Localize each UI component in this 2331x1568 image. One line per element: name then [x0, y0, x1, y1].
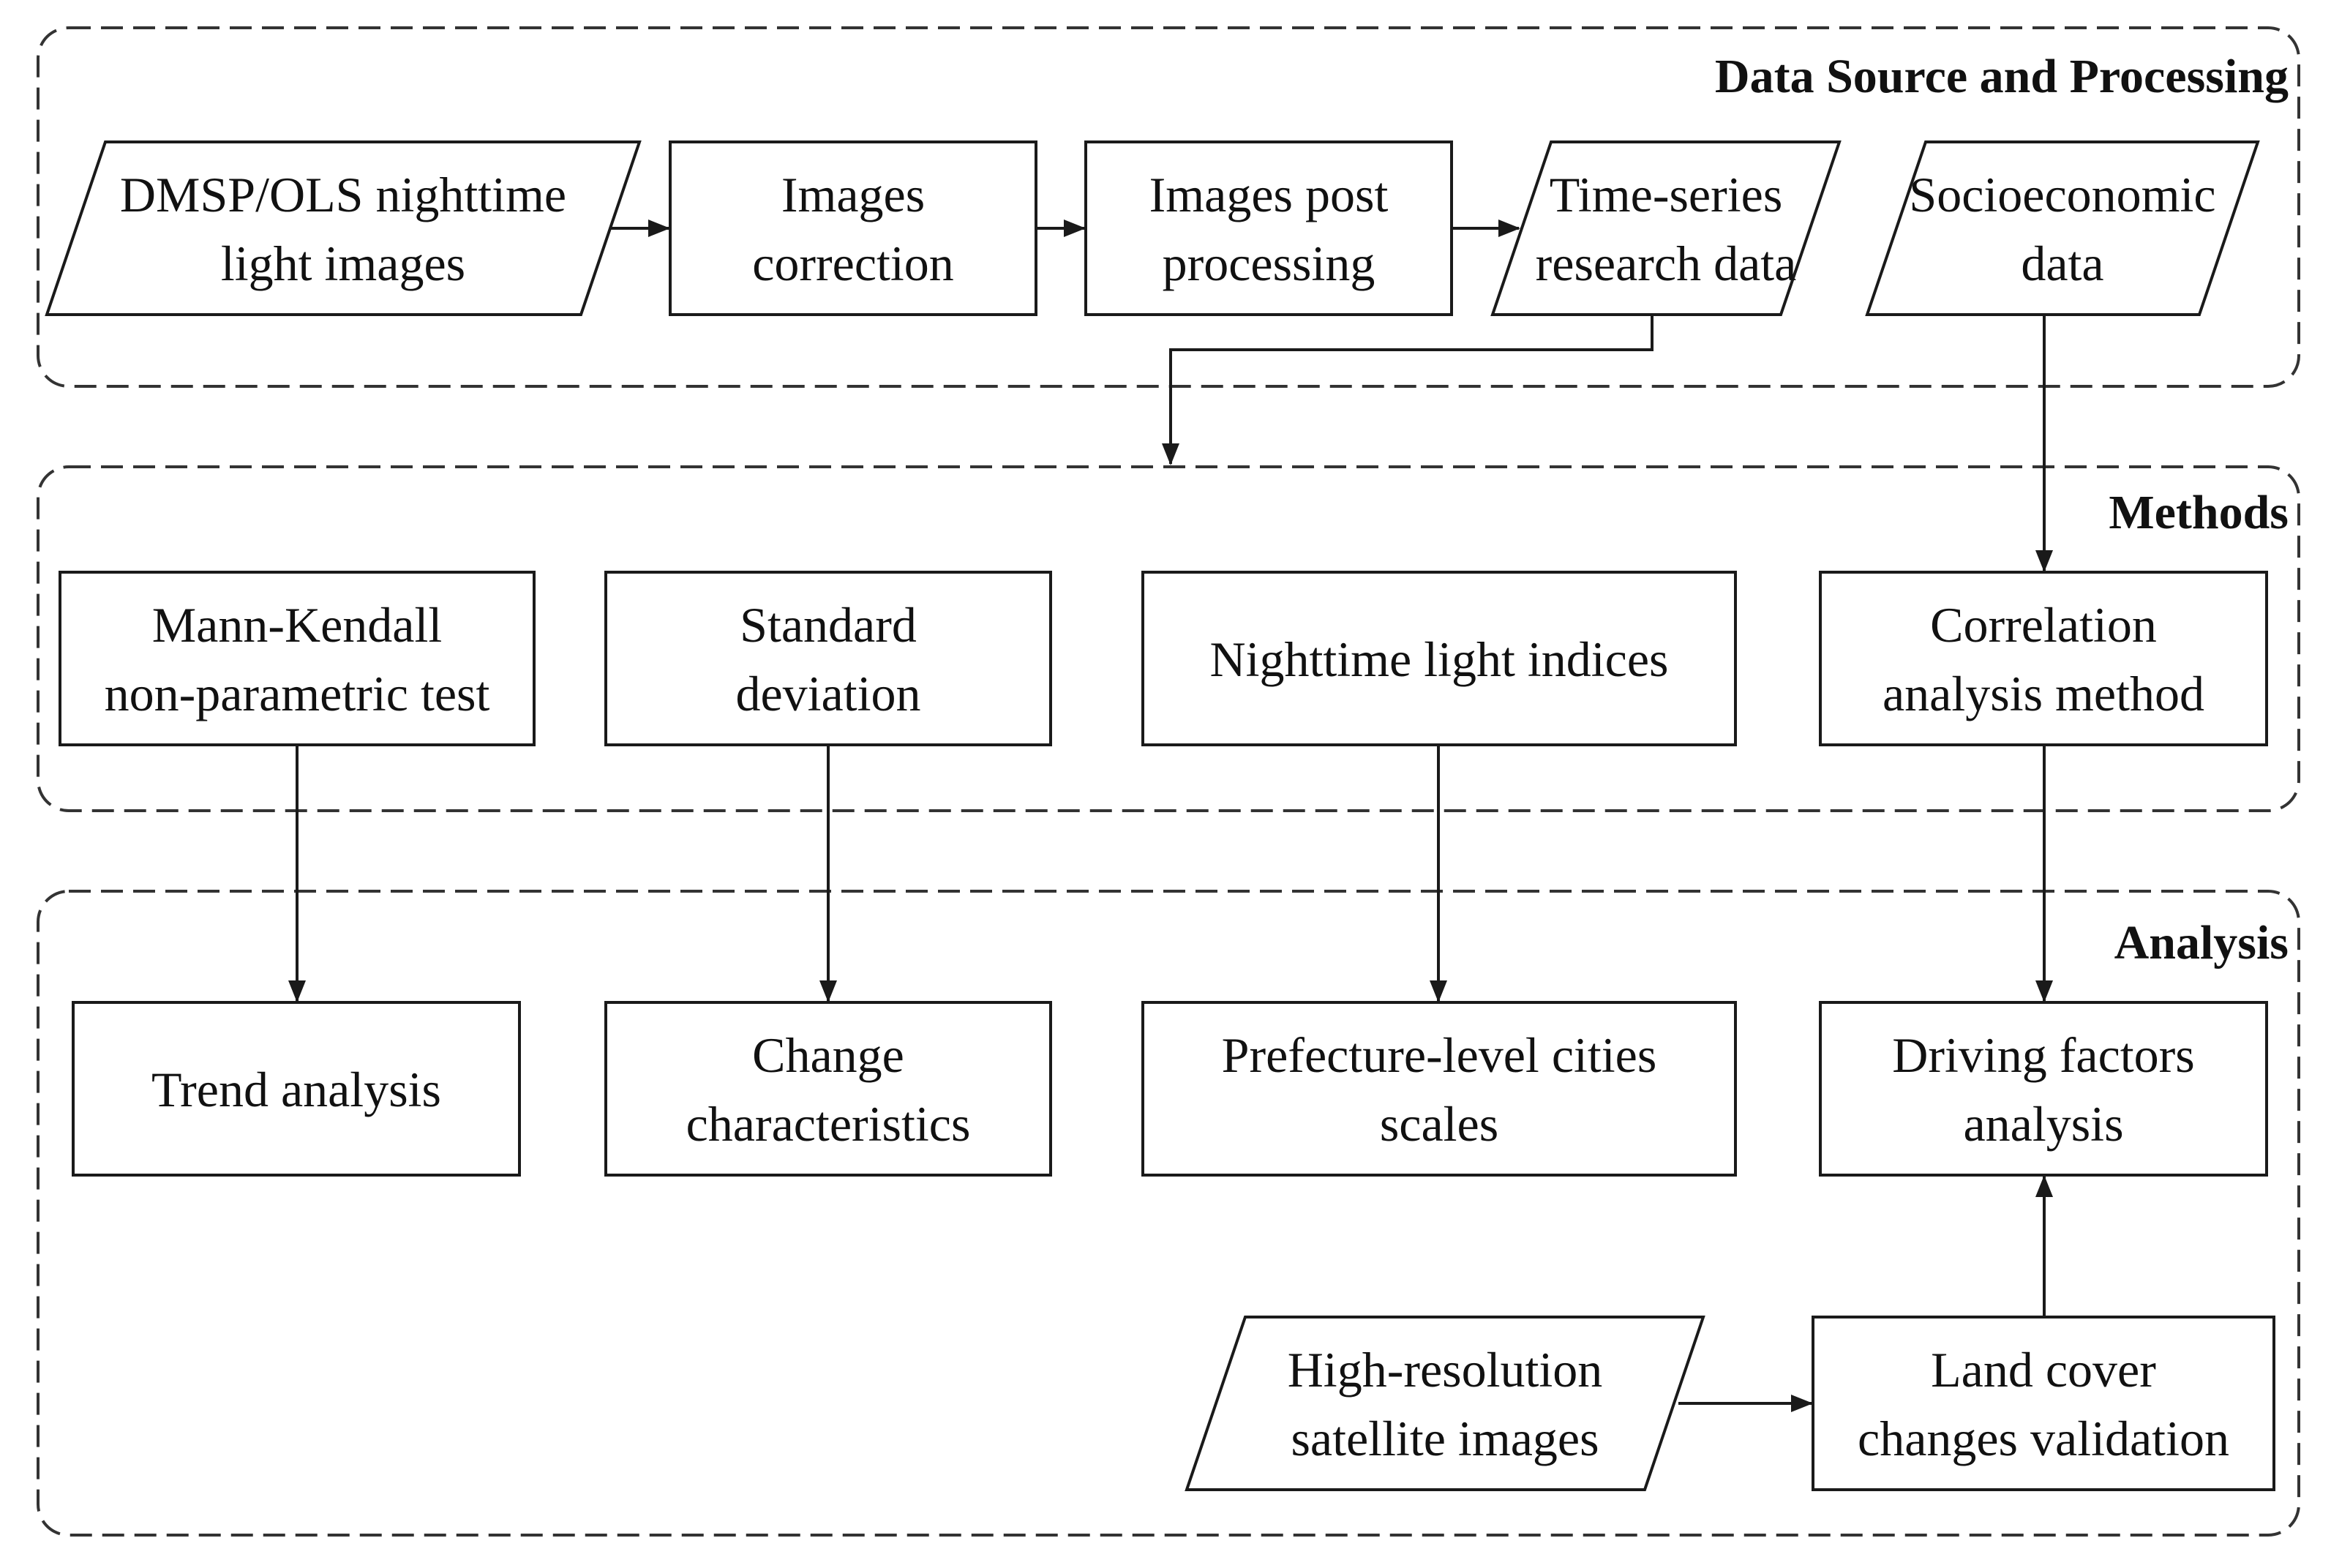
node-shape-postproc — [1084, 140, 1453, 316]
node-label-correction-2: correction — [752, 236, 954, 291]
node-shape-driving — [1819, 1001, 2268, 1177]
node-label-landcover-1: Land cover — [1931, 1342, 2156, 1398]
node-label-socio-2: data — [2021, 236, 2103, 291]
node-shape-change — [604, 1001, 1052, 1177]
group-methods: Methods — [37, 465, 2300, 812]
node-ntl: Nighttime light indices — [1141, 571, 1737, 746]
node-shape-correction — [669, 140, 1037, 316]
node-label-stddev-1: Standard — [740, 597, 917, 653]
node-shape-mk — [59, 571, 536, 746]
node-label-stddev-2: deviation — [735, 666, 920, 721]
node-label-driving-1: Driving factors — [1892, 1027, 2195, 1083]
node-shape-landcover — [1812, 1316, 2275, 1491]
nodes-layer: DMSP/OLS nighttime light images Images corr… — [45, 140, 2275, 1491]
node-stddev: Standard deviation — [604, 571, 1052, 746]
node-label-highres-1: High-resolution — [1288, 1342, 1603, 1398]
node-shape-timeseries — [1490, 140, 1842, 316]
group-title-methods: Methods — [2109, 486, 2289, 539]
node-shape-prefecture — [1141, 1001, 1737, 1177]
node-shape-corr — [1819, 571, 2268, 746]
node-timeseries: Time-series research data — [1490, 140, 1842, 316]
node-label-postproc-1: Images post — [1149, 167, 1389, 222]
node-corr: Correlation analysis method — [1819, 571, 2268, 746]
node-shape-socio — [1865, 140, 2260, 316]
group-title-analysis: Analysis — [2114, 916, 2289, 969]
node-label-change-1: Change — [752, 1027, 904, 1083]
node-label-trend-1: Trend analysis — [151, 1062, 441, 1117]
node-label-driving-2: analysis — [1963, 1096, 2123, 1152]
node-label-dmsp-1: DMSP/OLS nighttime — [120, 167, 566, 222]
node-label-dmsp-2: light images — [221, 236, 465, 291]
node-label-timeseries-2: research data — [1536, 236, 1797, 291]
group-frame-analysis — [37, 890, 2300, 1537]
node-label-postproc-2: processing — [1163, 236, 1375, 291]
node-postproc: Images post processing — [1084, 140, 1453, 316]
node-landcover: Land cover changes validation — [1812, 1316, 2275, 1491]
node-label-corr-2: analysis method — [1883, 666, 2204, 721]
node-shape-highres — [1185, 1316, 1705, 1491]
node-socio: Socioeconomic data — [1865, 140, 2260, 316]
node-label-socio-1: Socioeconomic — [1909, 167, 2215, 222]
node-label-mk-2: non-parametric test — [105, 666, 490, 721]
node-shape-ntl — [1141, 571, 1737, 746]
node-shape-stddev — [604, 571, 1052, 746]
node-dmsp: DMSP/OLS nighttime light images — [45, 140, 642, 316]
edge-timeseries-to-methods — [1162, 315, 1654, 465]
node-label-mk-1: Mann-Kendall — [152, 597, 443, 653]
node-label-timeseries-1: Time-series — [1550, 167, 1783, 222]
node-highres: High-resolution satellite images — [1185, 1316, 1705, 1491]
node-change: Change characteristics — [604, 1001, 1052, 1177]
node-trend: Trend analysis — [72, 1001, 521, 1177]
node-label-change-2: characteristics — [686, 1096, 971, 1152]
node-label-prefecture-2: scales — [1380, 1096, 1498, 1152]
node-shape-trend — [72, 1001, 521, 1177]
group-analysis: Analysis — [37, 890, 2300, 1537]
group-frame-data — [37, 26, 2300, 388]
node-prefecture: Prefecture-level cities scales — [1141, 1001, 1737, 1177]
node-label-ntl-1: Nighttime light indices — [1209, 631, 1668, 687]
group-frame-methods — [37, 465, 2300, 812]
node-label-highres-2: satellite images — [1291, 1411, 1599, 1466]
node-label-landcover-2: changes validation — [1858, 1411, 2229, 1466]
edges-layer — [288, 220, 2053, 1412]
node-mk: Mann-Kendall non-parametric test — [59, 571, 536, 746]
node-label-corr-1: Correlation — [1930, 597, 2157, 653]
group-title-data: Data Source and Processing — [1715, 50, 2289, 103]
node-shape-dmsp — [45, 140, 642, 316]
node-driving: Driving factors analysis — [1819, 1001, 2268, 1177]
group-frames-layer: Data Source and ProcessingMethodsAnalysi… — [37, 26, 2300, 1537]
group-data: Data Source and Processing — [37, 26, 2300, 388]
node-label-correction-1: Images — [781, 167, 925, 222]
node-correction: Images correction — [669, 140, 1037, 316]
node-label-prefecture-1: Prefecture-level cities — [1222, 1027, 1657, 1083]
